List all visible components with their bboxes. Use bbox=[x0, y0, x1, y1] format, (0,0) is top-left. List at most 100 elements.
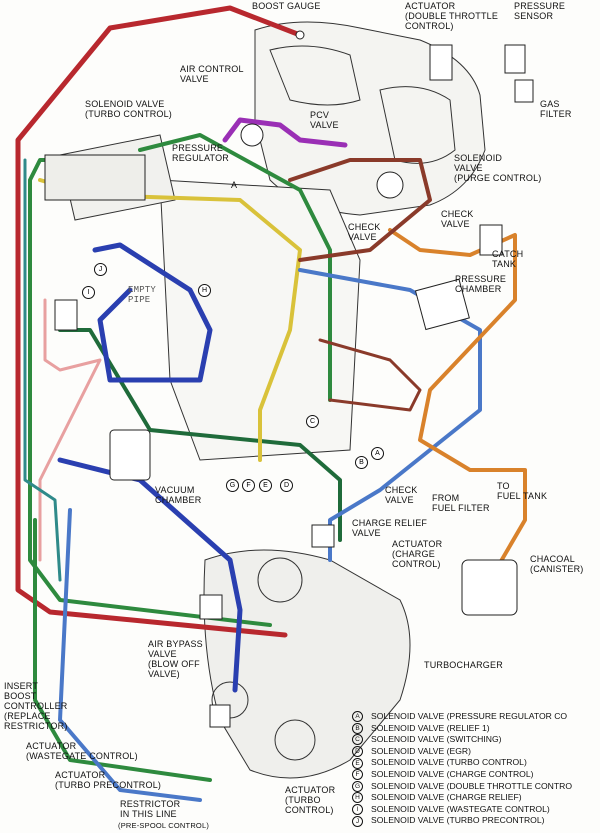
legend-row: H SOLENOID VALVE (CHARGE RELIEF) bbox=[352, 792, 598, 804]
legend-row: C SOLENOID VALVE (SWITCHING) bbox=[352, 734, 598, 746]
label-empty-pipe: EMPTY PIPE bbox=[128, 285, 157, 305]
legend-text: SOLENOID VALVE (SWITCHING) bbox=[371, 734, 502, 745]
label-air-bypass-valve: AIR BYPASS VALVE (BLOW OFF VALVE) bbox=[148, 639, 203, 679]
legend-row: D SOLENOID VALVE (EGR) bbox=[352, 746, 598, 758]
label-check-valve-lower: CHECK VALVE bbox=[385, 485, 418, 505]
label-gas-filter: GAS FILTER bbox=[540, 99, 572, 119]
label-check-valve-upper: CHECK VALVE bbox=[441, 209, 474, 229]
boost-gauge-fitting-icon bbox=[295, 30, 305, 40]
label-pressure-regulator: PRESSURE REGULATOR bbox=[172, 143, 229, 163]
label-from-fuel-filter: FROM FUEL FILTER bbox=[432, 493, 490, 513]
legend-row: G SOLENOID VALVE (DOUBLE THROTTLE CONTRO bbox=[352, 781, 598, 793]
label-actuator-turbo-precontrol: ACTUATOR (TURBO PRECONTROL) bbox=[55, 770, 162, 790]
label-actuator-double-throttle: ACTUATOR (DOUBLE THROTTLE CONTROL) bbox=[405, 1, 499, 31]
hose-red bbox=[15, 5, 303, 638]
legend-text: SOLENOID VALVE (CHARGE RELIEF) bbox=[371, 792, 522, 803]
pcv-valve-icon bbox=[240, 123, 264, 147]
hose-brown bbox=[288, 158, 432, 262]
label-vacuum-chamber: VACUUM CHAMBER bbox=[155, 485, 202, 505]
label-pressure-chamber: PRESSURE CHAMBER bbox=[455, 274, 507, 294]
legend-text: SOLENOID VALVE (PRESSURE REGULATOR CO bbox=[371, 711, 568, 721]
label-turbocharger: TURBOCHARGER bbox=[424, 660, 503, 670]
legend-row: E SOLENOID VALVE (TURBO CONTROL) bbox=[352, 757, 598, 769]
charge-relief-valve-icon bbox=[311, 524, 335, 548]
marker-c: C bbox=[306, 415, 319, 428]
legend-key: B bbox=[352, 722, 363, 734]
components bbox=[44, 30, 534, 728]
label-actuator-charge-control: ACTUATOR (CHARGE CONTROL) bbox=[392, 539, 443, 569]
solenoid-legend: A SOLENOID VALVE (PRESSURE REGULATOR CO B… bbox=[352, 711, 598, 827]
hose-blue-main bbox=[92, 242, 213, 383]
label-chacoal-canister: CHACOAL (CANISTER) bbox=[530, 554, 584, 574]
double-throttle-actuator-icon bbox=[429, 44, 453, 81]
purge-solenoid-icon bbox=[376, 171, 404, 199]
label-restrictor: RESTRICTOR IN THIS LINE bbox=[120, 799, 181, 819]
label-pre-spool-control: (PRE-SPOOL CONTROL) bbox=[118, 821, 210, 830]
label-charge-relief-valve: CHARGE RELIEF VALVE bbox=[352, 518, 428, 538]
label-actuator-wastegate: ACTUATOR (WASTEGATE CONTROL) bbox=[26, 741, 138, 761]
legend-key: H bbox=[352, 792, 363, 804]
label-catch-tank: CATCH TANK bbox=[492, 249, 524, 269]
legend-key: F bbox=[352, 769, 363, 781]
legend-text: SOLENOID VALVE (TURBO PRECONTROL) bbox=[371, 815, 545, 826]
pressure-chamber-icon bbox=[414, 278, 470, 331]
label-to-fuel-tank: TO FUEL TANK bbox=[497, 481, 548, 501]
wastegate-actuator-icon bbox=[209, 704, 231, 728]
hose-brown-right bbox=[318, 338, 422, 412]
label-solenoid-valve-purge: SOLENOID VALVE (PURGE CONTROL) bbox=[454, 153, 542, 183]
legend-key: D bbox=[352, 746, 363, 758]
legend-row: A SOLENOID VALVE (PRESSURE REGULATOR CO bbox=[352, 711, 598, 723]
solenoid-block-icon bbox=[44, 154, 146, 201]
hose-teal bbox=[23, 158, 62, 582]
catch-tank-icon bbox=[479, 224, 503, 256]
hose-purple bbox=[222, 117, 348, 148]
label-check-valve-mid: CHECK VALVE bbox=[348, 222, 381, 242]
marker-i: I bbox=[82, 286, 95, 299]
hose-green-middle bbox=[138, 133, 332, 402]
marker-d: D bbox=[280, 479, 293, 492]
hose-light-blue bbox=[298, 268, 482, 562]
hose-green-lower bbox=[58, 328, 342, 542]
legend-key: A bbox=[352, 711, 363, 723]
marker-h: H bbox=[198, 284, 211, 297]
legend-text: SOLENOID VALVE (TURBO CONTROL) bbox=[371, 757, 527, 768]
canister-icon bbox=[461, 559, 518, 616]
label-actuator-turbo-control: ACTUATOR (TURBO CONTROL) bbox=[285, 785, 336, 815]
hose-orange bbox=[388, 228, 527, 582]
legend-text: SOLENOID VALVE (EGR) bbox=[371, 745, 471, 756]
label-insert-boost-controller: INSERT BOOST CONTROLLER (REPLACE RESTRIC… bbox=[4, 681, 68, 731]
legend-text: SOLENOID VALVE (RELIEF 1) bbox=[371, 722, 490, 733]
engine-outline bbox=[59, 21, 486, 779]
marker-a-label: A bbox=[231, 180, 238, 190]
legend-text: SOLENOID VALVE (DOUBLE THROTTLE CONTRO bbox=[371, 780, 573, 791]
gas-filter-icon bbox=[514, 79, 534, 103]
hose-pink bbox=[38, 298, 102, 562]
legend-key: J bbox=[352, 815, 363, 827]
legend-text: SOLENOID VALVE (CHARGE CONTROL) bbox=[371, 768, 534, 779]
legend-key: G bbox=[352, 780, 363, 792]
legend-row: J SOLENOID VALVE (TURBO PRECONTROL) bbox=[352, 815, 598, 827]
label-pressure-sensor: PRESSURE SENSOR bbox=[514, 1, 566, 21]
marker-j: J bbox=[94, 263, 107, 276]
legend-text: SOLENOID VALVE (WASTEGATE CONTROL) bbox=[371, 803, 550, 814]
label-air-control-valve: AIR CONTROL VALVE bbox=[180, 64, 244, 84]
legend-key: I bbox=[352, 804, 363, 816]
pressure-sensor-icon bbox=[504, 44, 526, 74]
legend-row: I SOLENOID VALVE (WASTEGATE CONTROL) bbox=[352, 804, 598, 816]
label-solenoid-valve-turbo: SOLENOID VALVE (TURBO CONTROL) bbox=[85, 99, 172, 119]
hose-green-turbo bbox=[33, 518, 212, 782]
legend-row: F SOLENOID VALVE (CHARGE CONTROL) bbox=[352, 769, 598, 781]
marker-f: F bbox=[242, 479, 255, 492]
marker-e: E bbox=[259, 479, 272, 492]
legend-row: B SOLENOID VALVE (RELIEF 1) bbox=[352, 723, 598, 735]
marker-a: A bbox=[371, 447, 384, 460]
legend-key: C bbox=[352, 734, 363, 746]
vacuum-chamber-icon bbox=[109, 429, 151, 481]
legend-key: E bbox=[352, 757, 363, 769]
label-boost-gauge: BOOST GAUGE bbox=[252, 1, 321, 11]
label-pcv-valve: PCV VALVE bbox=[310, 110, 339, 130]
air-bypass-valve-icon bbox=[199, 594, 223, 620]
left-solenoid-icon bbox=[54, 299, 78, 331]
